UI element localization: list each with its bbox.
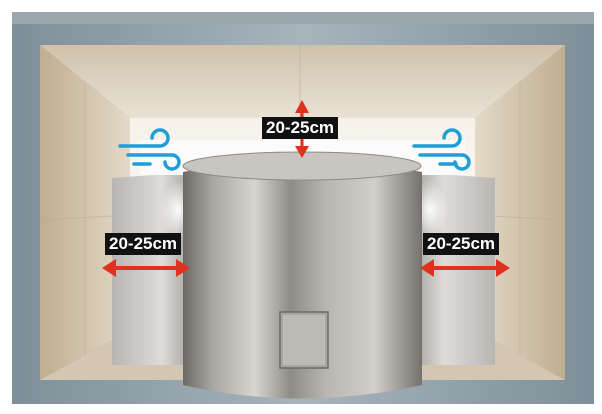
top-clearance-label: 20-25cm [262, 117, 339, 139]
frame-top-edge [12, 12, 594, 24]
stove-hatch-shade [283, 315, 325, 365]
wind-icon [412, 128, 471, 171]
double-arrow-icon [102, 259, 190, 277]
wind-icon [118, 128, 181, 171]
recess-ceiling [40, 45, 565, 118]
left-clearance-label: 20-25cm [105, 233, 182, 255]
right-clearance-label: 20-25cm [423, 233, 500, 255]
double-arrow-icon [420, 259, 510, 277]
stove-cylinder [183, 160, 422, 399]
